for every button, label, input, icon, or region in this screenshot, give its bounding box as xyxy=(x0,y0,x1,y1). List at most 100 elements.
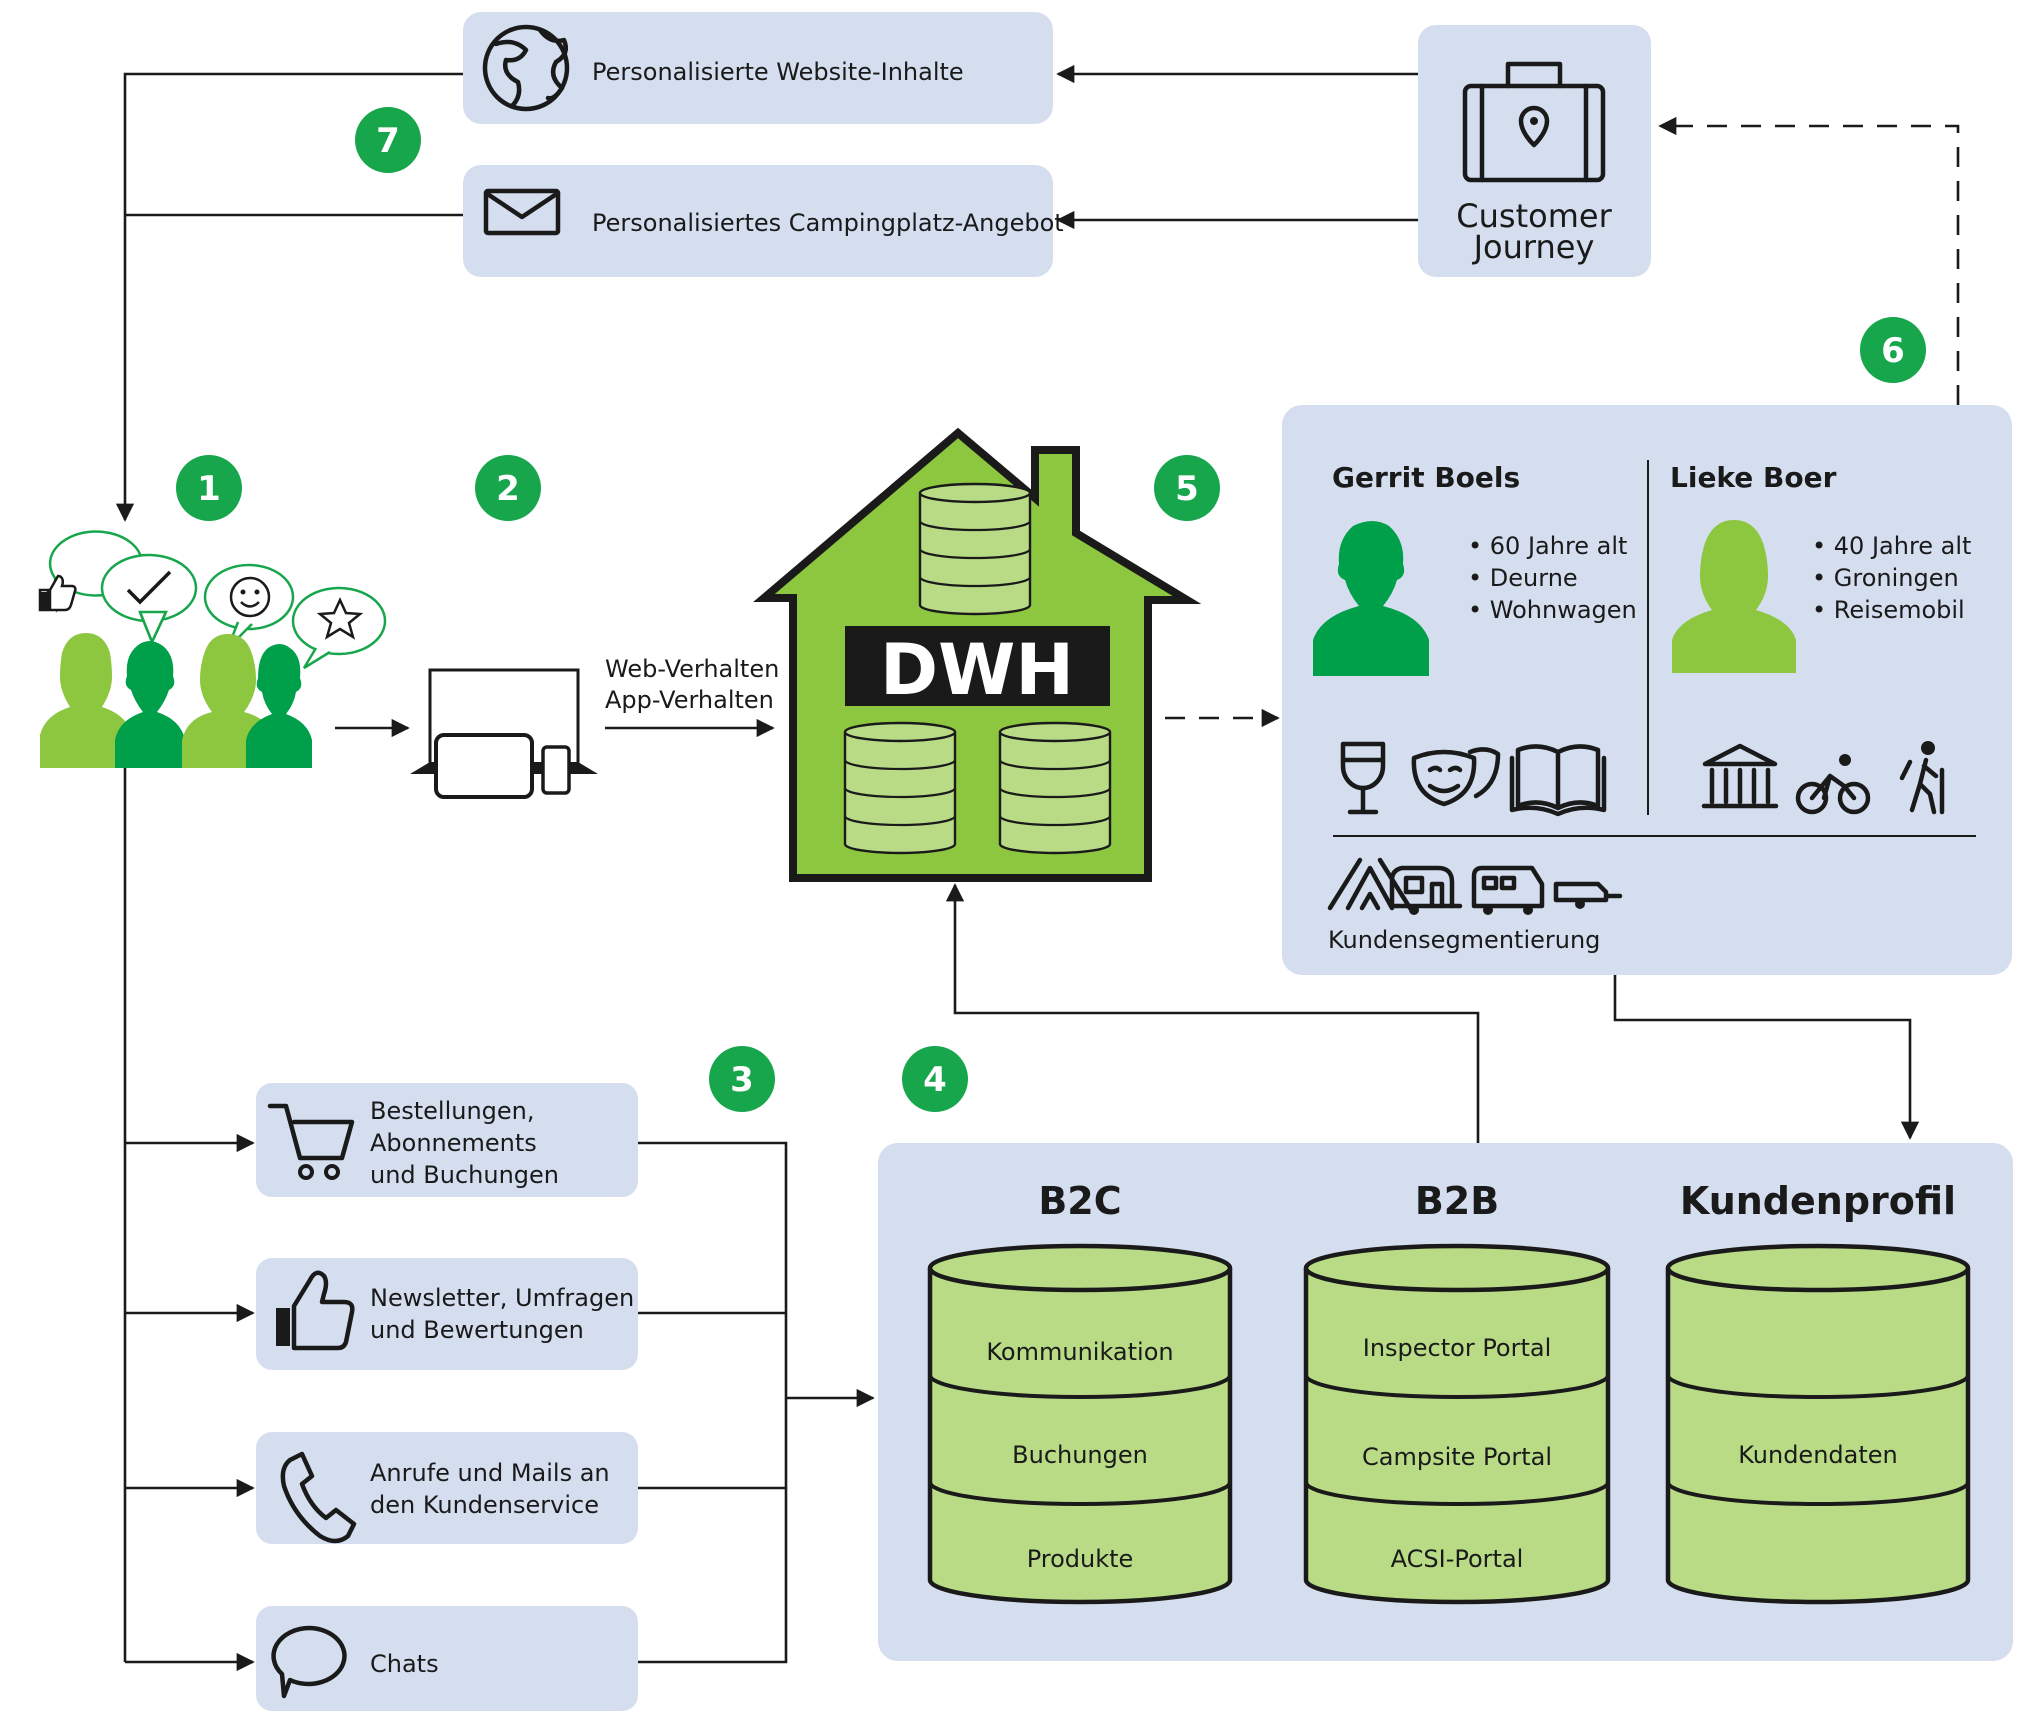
segmentation-label: Kundensegmentierung xyxy=(1328,926,1600,954)
touchpoint-label: Chats xyxy=(370,1650,439,1678)
touchpoint-newsletter: Newsletter, Umfragen und Bewertungen xyxy=(256,1258,638,1370)
persona-fact: • 60 Jahre alt xyxy=(1468,532,1627,560)
database-segment: Kommunikation xyxy=(986,1338,1173,1366)
globe-icon xyxy=(482,24,570,112)
segmentation-panel: Gerrit Boels • 60 Jahre alt • Deurne • W… xyxy=(1282,405,2012,975)
persona-card: Gerrit Boels • 60 Jahre alt • Deurne • W… xyxy=(1313,461,1637,817)
svg-text:5: 5 xyxy=(1175,469,1199,509)
touchpoint-label: Bestellungen, xyxy=(370,1097,535,1125)
database-b2b: B2B Inspector Portal Campsite Portal ACS… xyxy=(1303,1179,1611,1605)
thumbs-up-icon xyxy=(276,1270,355,1351)
database-title: B2B xyxy=(1415,1179,1499,1223)
customer-journey-title: Customer xyxy=(1456,197,1612,235)
dwh-house: DWH xyxy=(753,427,1202,882)
segmentation-icons xyxy=(1327,857,1623,915)
svg-text:4: 4 xyxy=(923,1060,947,1100)
database-customer-profile: Kundenprofil Kundendaten xyxy=(1665,1179,1971,1605)
touchpoint-label: Newsletter, Umfragen xyxy=(370,1284,634,1312)
customer-person xyxy=(115,641,185,768)
output-channel-campsite-offer: Personalisiertes Campingplatz-Angebot xyxy=(463,165,1064,277)
svg-text:1: 1 xyxy=(197,469,221,509)
database-title: B2C xyxy=(1038,1179,1121,1223)
star-icon xyxy=(291,586,387,670)
touchpoint-label: und Bewertungen xyxy=(370,1316,584,1344)
persona-fact: • Groningen xyxy=(1812,564,1959,592)
dwh-db-top xyxy=(918,482,1032,616)
checkmark-icon xyxy=(100,553,198,646)
persona-name: Gerrit Boels xyxy=(1332,461,1520,494)
customer-silhouettes xyxy=(40,633,312,768)
book-icon xyxy=(1509,744,1607,817)
devices-group: Web-Verhalten App-Verhalten xyxy=(410,655,779,799)
step-badge: 6 xyxy=(1860,317,1926,383)
persona-fact: • 40 Jahre alt xyxy=(1812,532,1971,560)
web-behavior-label: Web-Verhalten xyxy=(605,655,779,683)
database-b2c: B2C Kommunikation Buchungen Produkte xyxy=(927,1179,1233,1605)
step-badge: 5 xyxy=(1154,455,1220,521)
touchpoint-label: den Kundenservice xyxy=(370,1491,599,1519)
chat-icon xyxy=(271,1625,347,1699)
step-badge: 3 xyxy=(709,1046,775,1112)
persona-fact: • Reisemobil xyxy=(1812,596,1965,624)
touchpoint-label: Abonnements xyxy=(370,1129,537,1157)
step-badge: 2 xyxy=(475,455,541,521)
output-channel-website: Personalisierte Website-Inhalte xyxy=(463,12,1053,124)
laptop-tablet-phone-icon xyxy=(410,668,598,799)
flow-touchpoints-collector xyxy=(638,1141,788,1664)
arrow-segmentation-to-profile xyxy=(1613,975,1920,1140)
svg-text:7: 7 xyxy=(376,121,400,161)
touchpoint-list: Bestellungen, Abonnements und Buchungen … xyxy=(123,768,875,1711)
persona-avatar xyxy=(1672,520,1796,673)
dwh-db-right xyxy=(998,721,1112,855)
dwh-db-left xyxy=(843,721,957,855)
museum-icon xyxy=(1701,743,1779,809)
database-segment: Inspector Portal xyxy=(1363,1334,1552,1362)
dwh-label: DWH xyxy=(880,629,1074,711)
customer-person xyxy=(246,644,312,768)
step-badge: 7 xyxy=(355,107,421,173)
touchpoint-orders: Bestellungen, Abonnements und Buchungen xyxy=(256,1083,638,1197)
cart-icon xyxy=(267,1103,355,1180)
persona-card: Lieke Boer • 40 Jahre alt • Groningen • … xyxy=(1670,461,1971,815)
customer-person xyxy=(40,633,132,768)
smiley-icon xyxy=(203,563,295,649)
step-badge: 1 xyxy=(176,455,242,521)
customer-journey-box: Customer Journey xyxy=(1418,25,1651,277)
customer-group xyxy=(38,530,387,768)
output-channel-label: Personalisierte Website-Inhalte xyxy=(592,58,964,86)
customer-journey-title: Journey xyxy=(1472,228,1595,266)
database-segment: Campsite Portal xyxy=(1362,1443,1552,1471)
persona-avatar xyxy=(1313,521,1429,676)
suitcase-location-icon xyxy=(1462,61,1606,183)
app-behavior-label: App-Verhalten xyxy=(605,686,774,714)
persona-fact: • Wohnwagen xyxy=(1468,596,1637,624)
theater-masks-icon xyxy=(1411,747,1501,807)
databases-panel: B2C Kommunikation Buchungen Produkte B2B… xyxy=(878,1143,2013,1661)
svg-text:6: 6 xyxy=(1881,331,1905,371)
flow-outputs-to-customers xyxy=(115,72,463,522)
dashed-profile-to-journey xyxy=(1658,116,1960,405)
persona-fact: • Deurne xyxy=(1468,564,1578,592)
motorhome-icon xyxy=(1471,865,1545,915)
database-segment: Buchungen xyxy=(1012,1441,1148,1469)
phone-icon xyxy=(280,1451,357,1544)
envelope-icon xyxy=(483,188,561,236)
database-segment: Kundendaten xyxy=(1738,1441,1898,1469)
persona-name: Lieke Boer xyxy=(1670,461,1837,494)
tent-icon xyxy=(1327,857,1413,911)
svg-text:3: 3 xyxy=(730,1060,754,1100)
output-channel-label: Personalisiertes Campingplatz-Angebot xyxy=(592,209,1064,237)
step-badge: 4 xyxy=(902,1046,968,1112)
database-segment: ACSI-Portal xyxy=(1391,1545,1524,1573)
database-segment: Produkte xyxy=(1027,1545,1134,1573)
touchpoint-customer-service: Anrufe und Mails an den Kundenservice xyxy=(256,1432,638,1544)
feedback-bubbles xyxy=(38,530,387,670)
wine-glass-icon xyxy=(1340,741,1386,815)
touchpoint-label: und Buchungen xyxy=(370,1161,559,1189)
database-title: Kundenprofil xyxy=(1680,1179,1956,1223)
hiker-icon xyxy=(1899,741,1945,815)
dwh-label-plate xyxy=(845,626,1110,706)
trailer-icon xyxy=(1553,881,1623,909)
